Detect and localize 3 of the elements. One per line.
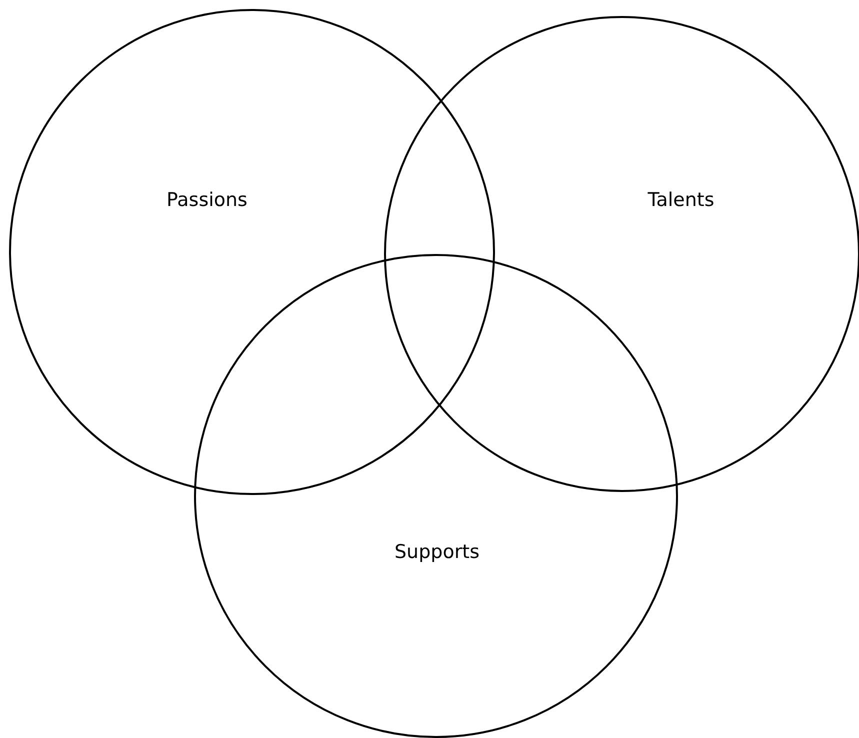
circle-label: Talents <box>648 189 714 211</box>
circle-label: Supports <box>394 541 480 563</box>
circle-label: Passions <box>166 189 248 211</box>
